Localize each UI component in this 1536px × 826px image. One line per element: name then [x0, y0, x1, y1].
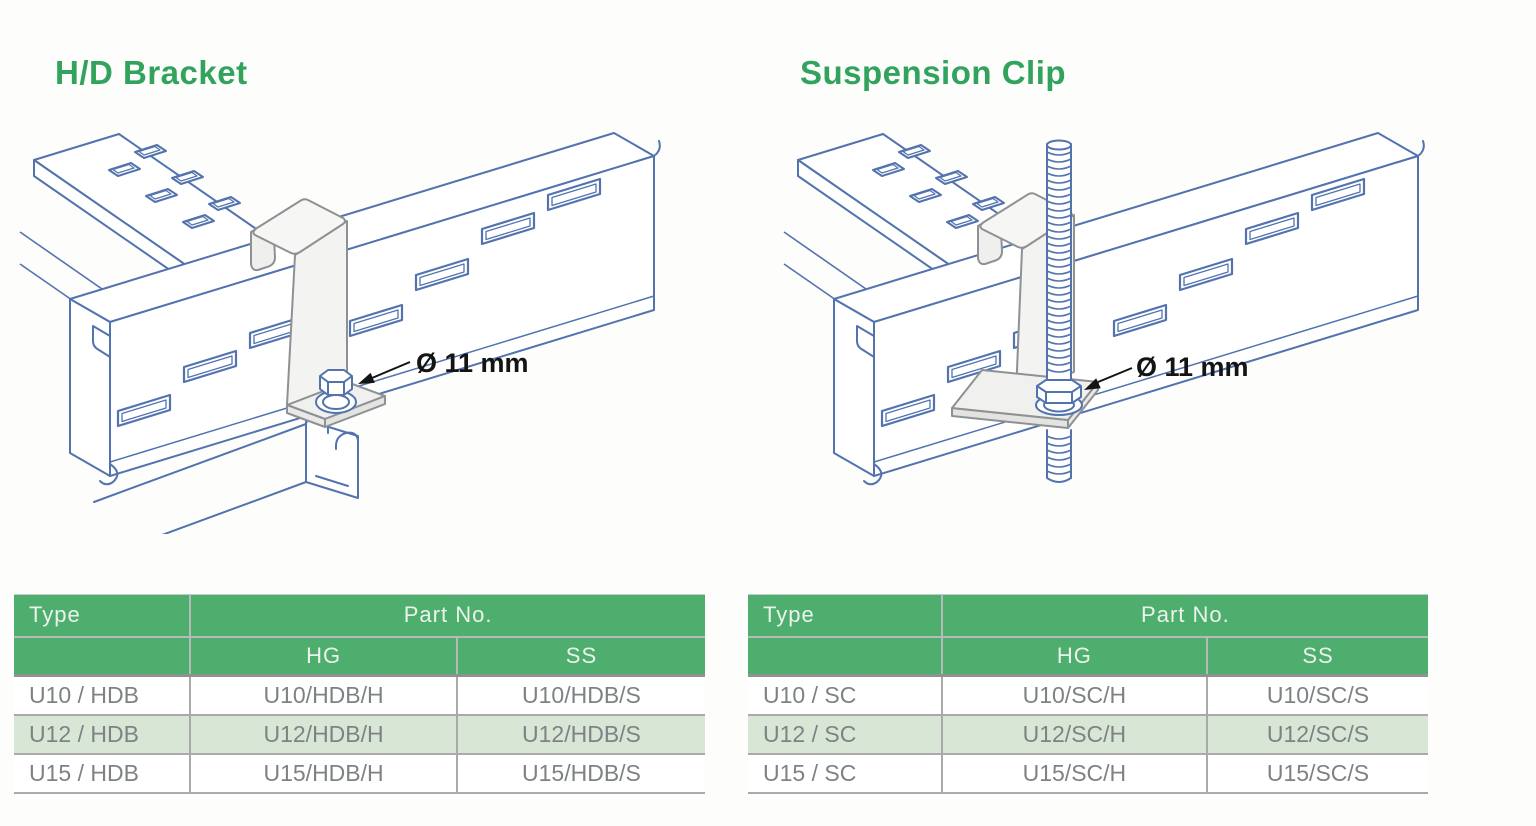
- table-row: U10 / SC U10/SC/H U10/SC/S: [748, 675, 1428, 716]
- table-row: U15 / SC U15/SC/H U15/SC/S: [748, 753, 1428, 794]
- part-hg-cell: U12/HDB/H: [189, 714, 457, 755]
- dimension-arrow: [371, 361, 411, 379]
- table-row: U15 / HDB U15/HDB/H U15/HDB/S: [14, 753, 705, 794]
- hd-bracket-diagram: Ø 11 mm: [19, 132, 661, 534]
- part-hg-cell: U10/HDB/H: [189, 675, 457, 716]
- part-hg-cell: U15/HDB/H: [189, 753, 457, 794]
- part-hg-cell: U12/SC/H: [940, 714, 1207, 755]
- section-hd-bracket: H/D Bracket: [14, 0, 705, 794]
- part-ss-cell: U10/HDB/S: [455, 675, 705, 716]
- dimension-label: Ø 11 mm: [1136, 352, 1249, 382]
- part-hg-cell: U10/SC/H: [940, 675, 1207, 716]
- part-ss-cell: U15/HDB/S: [455, 753, 705, 794]
- ss-subheader: SS: [1205, 635, 1428, 677]
- type-cell: U12 / HDB: [14, 714, 191, 755]
- suspension-clip-parts-table: Type Part No. HG SS U10 / SC U10/SC/H U1…: [748, 594, 1428, 794]
- empty-subheader: [14, 635, 191, 677]
- type-header: Type: [14, 594, 191, 637]
- type-cell: U12 / SC: [748, 714, 942, 755]
- threaded-rod-lower: [1046, 429, 1072, 483]
- hd-bracket-parts-table: Type Part No. HG SS U10 / HDB U10/HDB/H …: [14, 594, 705, 794]
- type-cell: U15 / SC: [748, 753, 942, 794]
- hg-subheader: HG: [189, 635, 457, 677]
- dimension-arrow: [1097, 367, 1133, 383]
- part-hg-cell: U15/SC/H: [940, 753, 1207, 794]
- type-header: Type: [748, 594, 942, 637]
- hd-bracket-part: [250, 198, 386, 428]
- ss-subheader: SS: [455, 635, 705, 677]
- threaded-rod: [1046, 139, 1072, 382]
- dimension-arrowhead: [358, 372, 375, 384]
- part-no-header: Part No.: [189, 594, 705, 637]
- type-cell: U15 / HDB: [14, 753, 191, 794]
- table-row: U10 / HDB U10/HDB/H U10/HDB/S: [14, 675, 705, 716]
- dimension-annotation: Ø 11 mm: [1084, 352, 1249, 390]
- hg-subheader: HG: [940, 635, 1207, 677]
- part-ss-cell: U12/SC/S: [1205, 714, 1428, 755]
- table-row-highlighted: U12 / SC U12/SC/H U12/SC/S: [748, 714, 1428, 755]
- cable-ladder-rail: [69, 132, 661, 486]
- part-no-header: Part No.: [940, 594, 1428, 637]
- hex-nut: [1035, 379, 1083, 416]
- catalog-page: H/D Bracket: [14, 0, 1428, 794]
- type-cell: U10 / SC: [748, 675, 942, 716]
- section-suspension-clip: Suspension Clip: [748, 0, 1428, 794]
- dimension-label: Ø 11 mm: [416, 348, 529, 378]
- page-title-hd-bracket: H/D Bracket: [55, 54, 248, 91]
- dimension-arrowhead: [1084, 378, 1101, 390]
- part-ss-cell: U10/SC/S: [1205, 675, 1428, 716]
- part-ss-cell: U12/HDB/S: [455, 714, 705, 755]
- type-cell: U10 / HDB: [14, 675, 191, 716]
- suspension-clip-diagram: Ø 11 mm: [783, 132, 1425, 486]
- empty-subheader: [748, 635, 942, 677]
- table-row-highlighted: U12 / HDB U12/HDB/H U12/HDB/S: [14, 714, 705, 755]
- hex-bolt: [315, 369, 357, 414]
- part-ss-cell: U15/SC/S: [1205, 753, 1428, 794]
- page-title-suspension-clip: Suspension Clip: [800, 54, 1067, 91]
- dimension-annotation: Ø 11 mm: [358, 348, 529, 384]
